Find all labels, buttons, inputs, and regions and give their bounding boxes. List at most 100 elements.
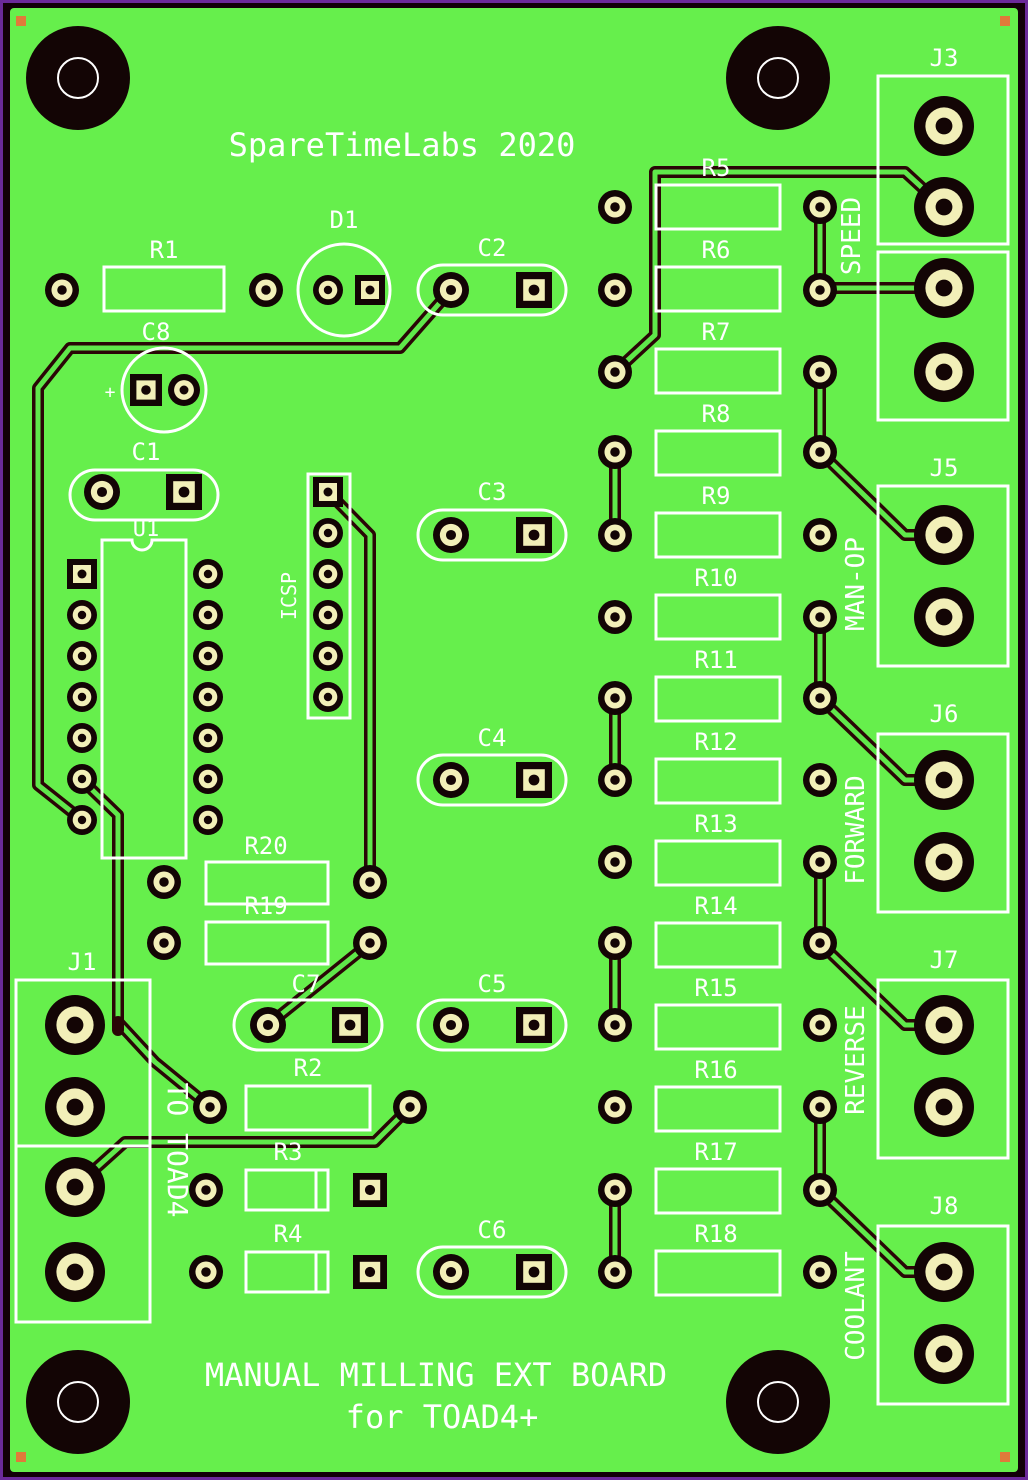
capacitor-pad-square bbox=[516, 1254, 552, 1290]
r10-label: R10 bbox=[694, 564, 737, 592]
resistor-pad bbox=[45, 273, 79, 307]
resistor-pad bbox=[803, 518, 837, 552]
r15-label: R15 bbox=[694, 974, 737, 1002]
resistor-pad bbox=[353, 926, 387, 960]
c2-label: C2 bbox=[478, 234, 507, 262]
resistor-pad bbox=[598, 681, 632, 715]
r7-label: R7 bbox=[702, 318, 731, 346]
resistor-pad bbox=[598, 1008, 632, 1042]
c8-polarity-mark: + bbox=[105, 382, 116, 403]
j6-label: J6 bbox=[930, 700, 959, 728]
j1-label: J1 bbox=[68, 948, 97, 976]
mounting-hole bbox=[726, 26, 830, 130]
resistor-pad bbox=[189, 1255, 223, 1289]
pcb-board bbox=[10, 8, 1018, 1472]
resistor-pad bbox=[803, 190, 837, 224]
man-op-label: MAN-OP bbox=[841, 537, 871, 631]
r3-label: R3 bbox=[274, 1138, 303, 1166]
resistor-pad bbox=[803, 1008, 837, 1042]
resistor-pad bbox=[598, 273, 632, 307]
r20-label: R20 bbox=[244, 832, 287, 860]
resistor-pad bbox=[147, 926, 181, 960]
resistor-pad bbox=[803, 926, 837, 960]
resistor-pad bbox=[598, 845, 632, 879]
terminal-pad bbox=[914, 995, 974, 1055]
icsp-pad bbox=[313, 559, 343, 589]
u1-pad bbox=[193, 764, 223, 794]
j3-label: J3 bbox=[930, 44, 959, 72]
u1-pad bbox=[193, 559, 223, 589]
capacitor-pad-square bbox=[332, 1007, 368, 1043]
resistor-pad bbox=[147, 865, 181, 899]
terminal-pad bbox=[45, 995, 105, 1055]
capacitor-pad-square bbox=[516, 1007, 552, 1043]
diode-pad bbox=[313, 275, 343, 305]
capacitor-pad bbox=[433, 1254, 469, 1290]
terminal-pad bbox=[914, 750, 974, 810]
r5-label: R5 bbox=[702, 154, 731, 182]
capacitor-pad bbox=[433, 272, 469, 308]
capacitor-pad bbox=[250, 1007, 286, 1043]
resistor-pad bbox=[189, 1173, 223, 1207]
r13-label: R13 bbox=[694, 810, 737, 838]
r16-label: R16 bbox=[694, 1056, 737, 1084]
u1-pad bbox=[193, 600, 223, 630]
resistor-pad bbox=[249, 273, 283, 307]
resistor-pad bbox=[803, 681, 837, 715]
terminal-pad bbox=[914, 1242, 974, 1302]
corner-mark bbox=[16, 16, 26, 26]
terminal-pad bbox=[45, 1157, 105, 1217]
c8-label: C8 bbox=[142, 318, 171, 346]
resistor-pad bbox=[803, 1090, 837, 1124]
capacitor-pad bbox=[433, 517, 469, 553]
mounting-hole bbox=[726, 1350, 830, 1454]
terminal-pad bbox=[914, 1077, 974, 1137]
corner-mark bbox=[16, 1452, 26, 1462]
u1-label: U1 bbox=[133, 517, 160, 542]
to-toad4-label: TO TOAD4 bbox=[161, 1083, 194, 1218]
r4-label: R4 bbox=[274, 1220, 303, 1248]
corner-mark bbox=[1000, 16, 1010, 26]
terminal-pad bbox=[914, 96, 974, 156]
mounting-hole bbox=[26, 1350, 130, 1454]
resistor-pad bbox=[803, 600, 837, 634]
r1-label: R1 bbox=[150, 236, 179, 264]
capacitor-pad bbox=[433, 762, 469, 798]
c5-label: C5 bbox=[478, 970, 507, 998]
j8-label: J8 bbox=[930, 1192, 959, 1220]
resistor-pad bbox=[803, 273, 837, 307]
coolant-label: COOLANT bbox=[841, 1251, 871, 1361]
resistor-pad bbox=[803, 355, 837, 389]
r6-label: R6 bbox=[702, 236, 731, 264]
r14-label: R14 bbox=[694, 892, 737, 920]
terminal-pad bbox=[914, 505, 974, 565]
resistor-pad bbox=[803, 763, 837, 797]
r8-label: R8 bbox=[702, 400, 731, 428]
r11-label: R11 bbox=[694, 646, 737, 674]
capacitor-pad-square bbox=[516, 272, 552, 308]
capacitor-pad-square bbox=[516, 762, 552, 798]
terminal-pad bbox=[45, 1077, 105, 1137]
forward-label: FORWARD bbox=[841, 775, 871, 885]
resistor-pad bbox=[193, 1090, 227, 1124]
j7-label: J7 bbox=[930, 946, 959, 974]
u1-pad bbox=[193, 723, 223, 753]
resistor-pad bbox=[598, 355, 632, 389]
mounting-hole bbox=[26, 26, 130, 130]
terminal-pad bbox=[914, 258, 974, 318]
u1-pad bbox=[67, 723, 97, 753]
resistor-pad bbox=[598, 926, 632, 960]
r19-label: R19 bbox=[244, 892, 287, 920]
terminal-pad bbox=[914, 832, 974, 892]
brand-text: SpareTimeLabs 2020 bbox=[229, 126, 576, 164]
speed-label: SPEED bbox=[837, 197, 867, 275]
u1-pad bbox=[67, 600, 97, 630]
resistor-pad bbox=[803, 1173, 837, 1207]
c6-label: C6 bbox=[478, 1216, 507, 1244]
resistor-pad bbox=[803, 435, 837, 469]
terminal-pad bbox=[914, 1324, 974, 1384]
resistor-pad bbox=[598, 763, 632, 797]
c3-label: C3 bbox=[478, 478, 507, 506]
c7-label: C7 bbox=[292, 970, 321, 998]
